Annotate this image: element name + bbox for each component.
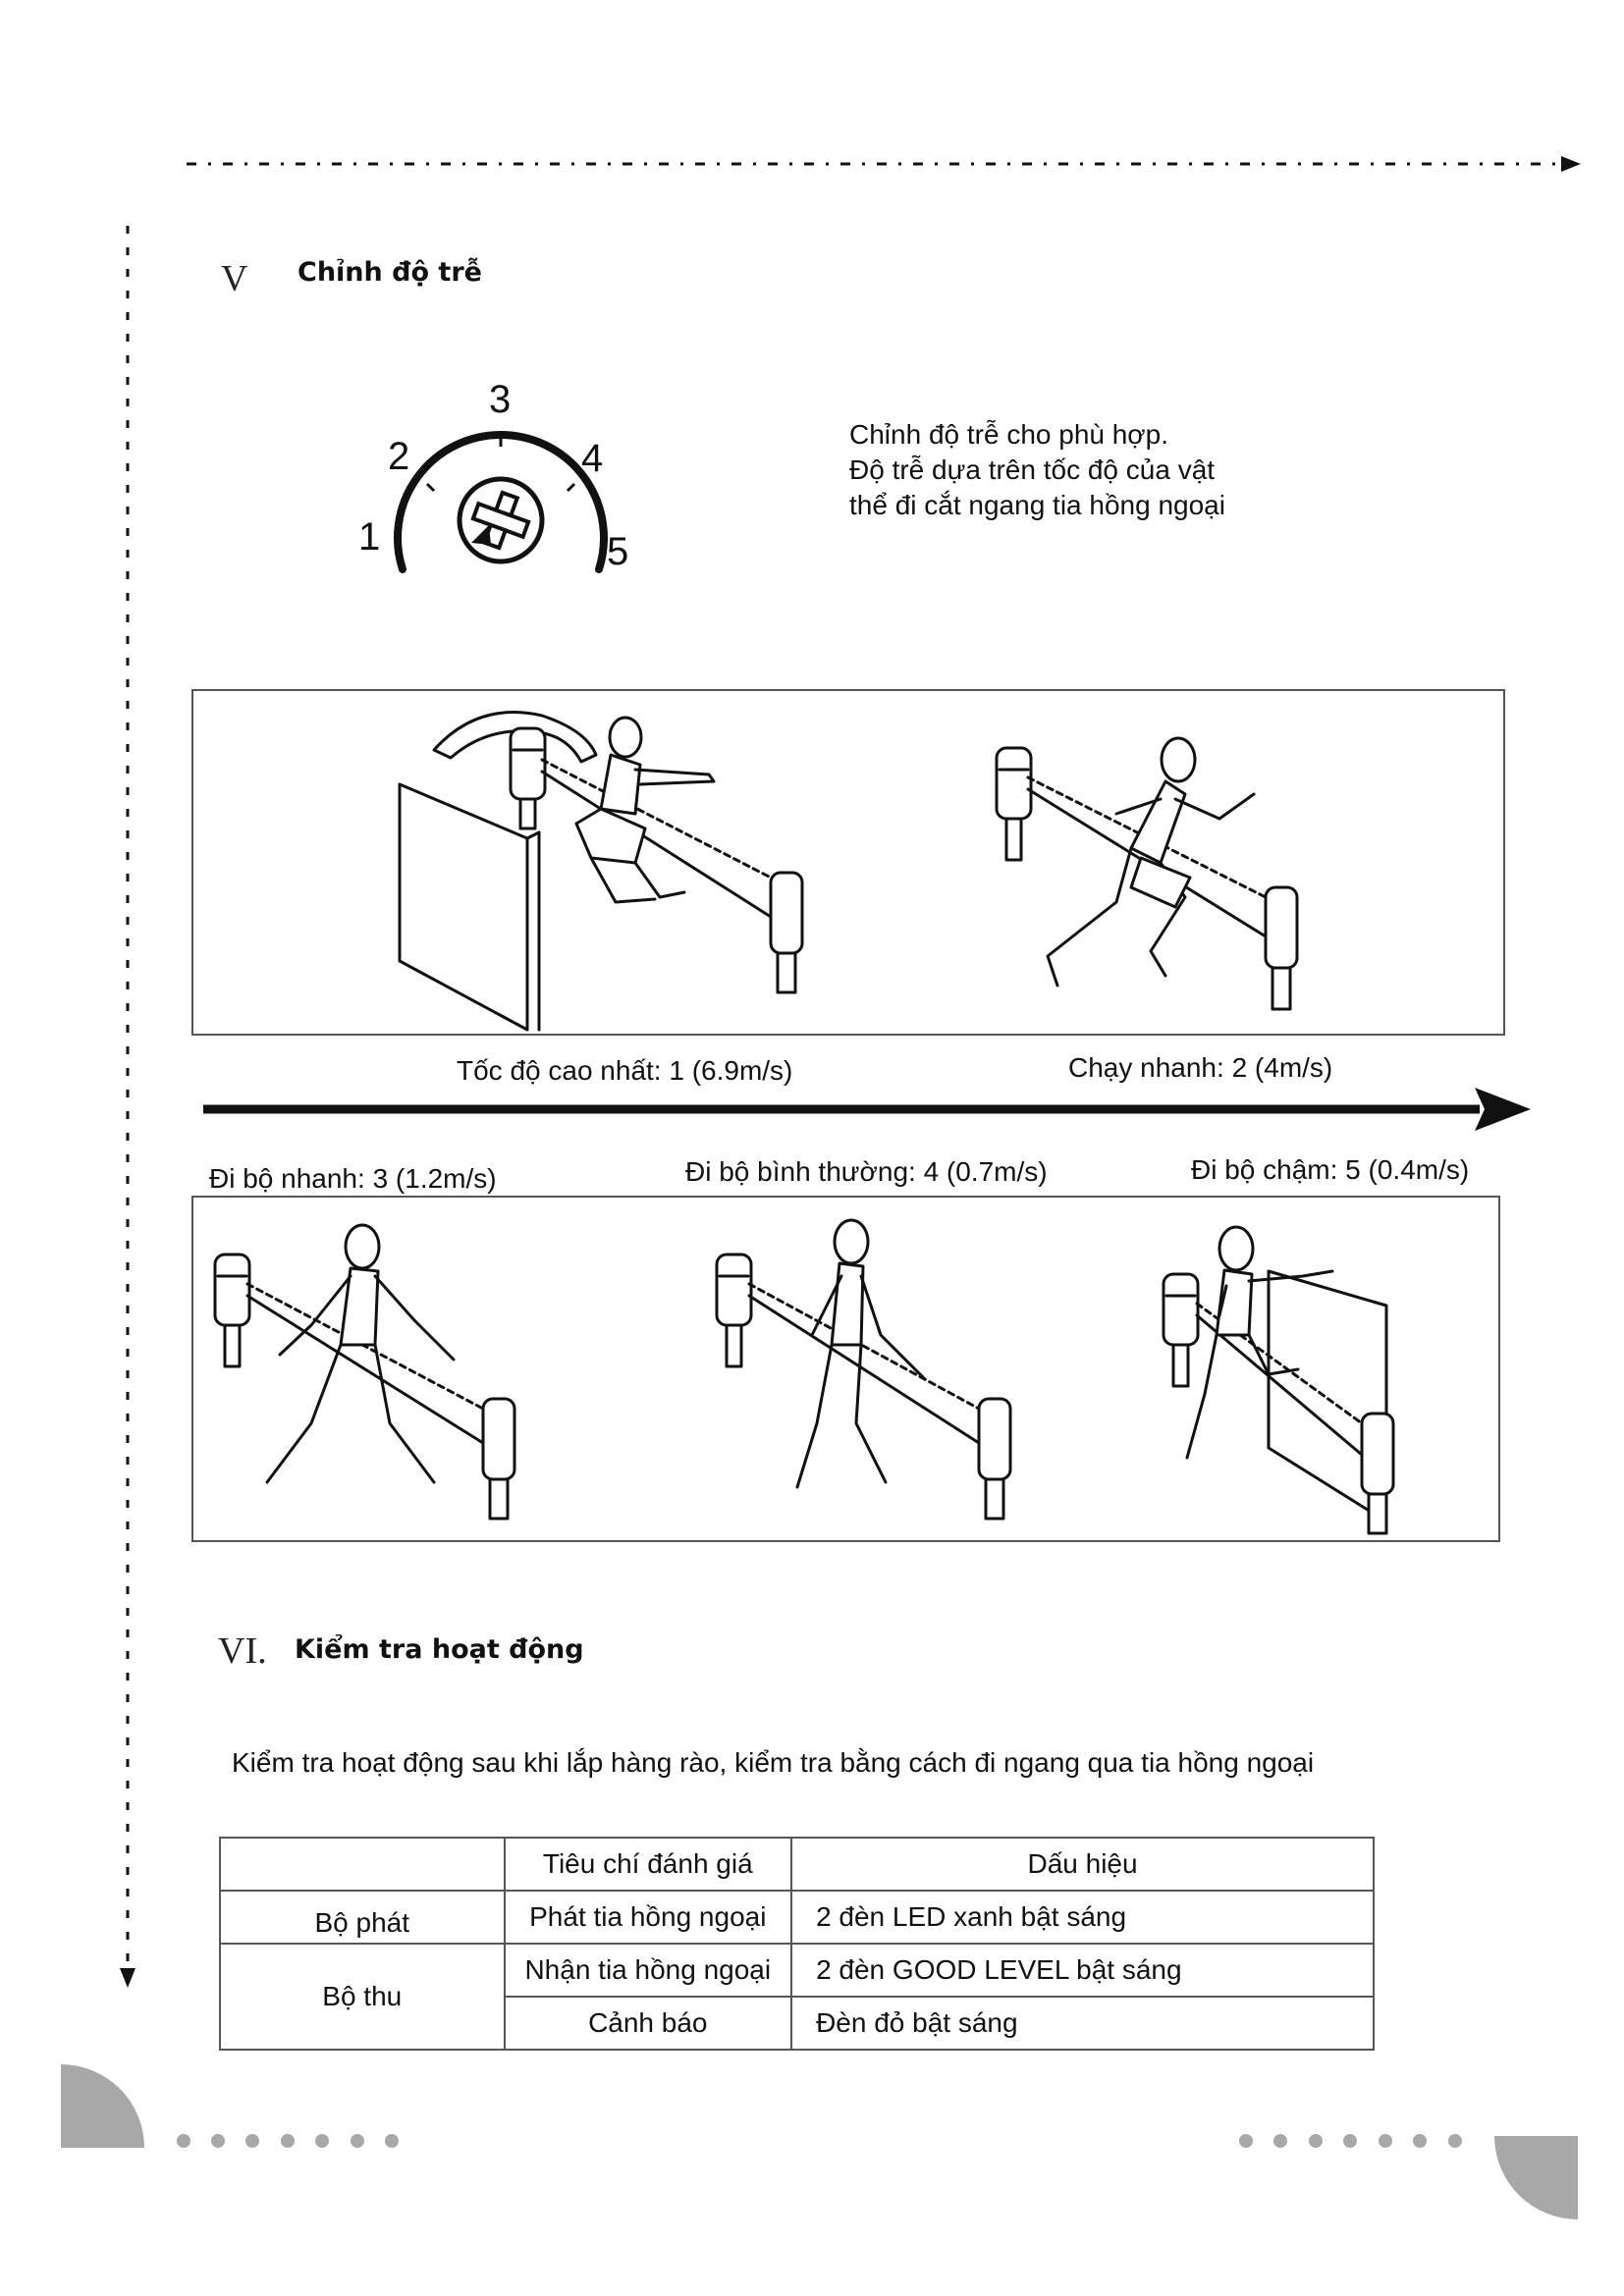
section-v-number: V xyxy=(221,257,247,300)
dial-label-2: 2 xyxy=(388,435,409,479)
left-dotted-arrow xyxy=(116,226,139,1993)
dial-label-4: 4 xyxy=(581,437,603,481)
dial-label-3: 3 xyxy=(489,378,511,422)
speed-label-4: Đi bộ bình thường: 4 (0.7m/s) xyxy=(685,1156,1048,1188)
speed-label-5: Đi bộ chậm: 5 (0.4m/s) xyxy=(1191,1154,1469,1186)
table-cell-sign: Đèn đỏ bật sáng xyxy=(791,1997,1374,2050)
section-vi-number: VI. xyxy=(218,1629,267,1673)
table-row: Bộ phát Phát tia hồng ngoại 2 đèn LED xa… xyxy=(220,1891,1374,1944)
corner-quarter-left xyxy=(61,2064,144,2148)
illustration-box-fast xyxy=(191,689,1505,1036)
table-header-device xyxy=(220,1838,505,1891)
delay-description-line-3: thể đi cắt ngang tia hồng ngoại xyxy=(849,488,1225,523)
section-vi-intro: Kiểm tra hoạt động sau khi lắp hàng rào,… xyxy=(232,1747,1314,1779)
table-cell-device: Bộ thu xyxy=(220,1944,505,2050)
illustration-box-walk xyxy=(191,1196,1500,1542)
fast-motion-illustration xyxy=(193,691,1503,1034)
top-dashed-arrow xyxy=(187,152,1591,176)
table-cell-device: Bộ phát xyxy=(220,1891,505,1944)
table-cell-criterion: Phát tia hồng ngoại xyxy=(505,1891,792,1944)
table-cell-criterion: Cảnh báo xyxy=(505,1997,792,2050)
adjust-screw-icon xyxy=(460,479,542,561)
table-header-row: Tiêu chí đánh giá Dấu hiệu xyxy=(220,1838,1374,1891)
table-header-sign: Dấu hiệu xyxy=(791,1838,1374,1891)
status-table: Tiêu chí đánh giá Dấu hiệu Bộ phát Phát … xyxy=(219,1837,1375,2051)
table-cell-sign: 2 đèn LED xanh bật sáng xyxy=(791,1891,1374,1944)
delay-description: Chỉnh độ trễ cho phù hợp. Độ trễ dựa trê… xyxy=(849,417,1225,523)
speed-label-1: Tốc độ cao nhất: 1 (6.9m/s) xyxy=(457,1055,792,1087)
table-cell-criterion: Nhận tia hồng ngoại xyxy=(505,1944,792,1997)
dial-label-1: 1 xyxy=(358,515,380,560)
speed-arrow xyxy=(203,1085,1539,1134)
section-vi-title: Kiểm tra hoạt động xyxy=(295,1634,584,1665)
table-header-criterion: Tiêu chí đánh giá xyxy=(505,1838,792,1891)
speed-label-3: Đi bộ nhanh: 3 (1.2m/s) xyxy=(209,1163,497,1195)
table-row: Bộ thu Nhận tia hồng ngoại 2 đèn GOOD LE… xyxy=(220,1944,1374,1997)
table-cell-sign: 2 đèn GOOD LEVEL bật sáng xyxy=(791,1944,1374,1997)
delay-description-line-2: Độ trễ dựa trên tốc độ của vật xyxy=(849,453,1225,488)
walking-illustration xyxy=(193,1198,1498,1540)
delay-dial: 1 2 3 4 5 xyxy=(353,378,648,584)
section-v-title: Chỉnh độ trễ xyxy=(298,257,482,288)
delay-description-line-1: Chỉnh độ trễ cho phù hợp. xyxy=(849,417,1225,453)
speed-label-2: Chạy nhanh: 2 (4m/s) xyxy=(1068,1052,1332,1084)
dial-label-5: 5 xyxy=(607,530,628,574)
corner-quarter-right xyxy=(1494,2136,1578,2219)
